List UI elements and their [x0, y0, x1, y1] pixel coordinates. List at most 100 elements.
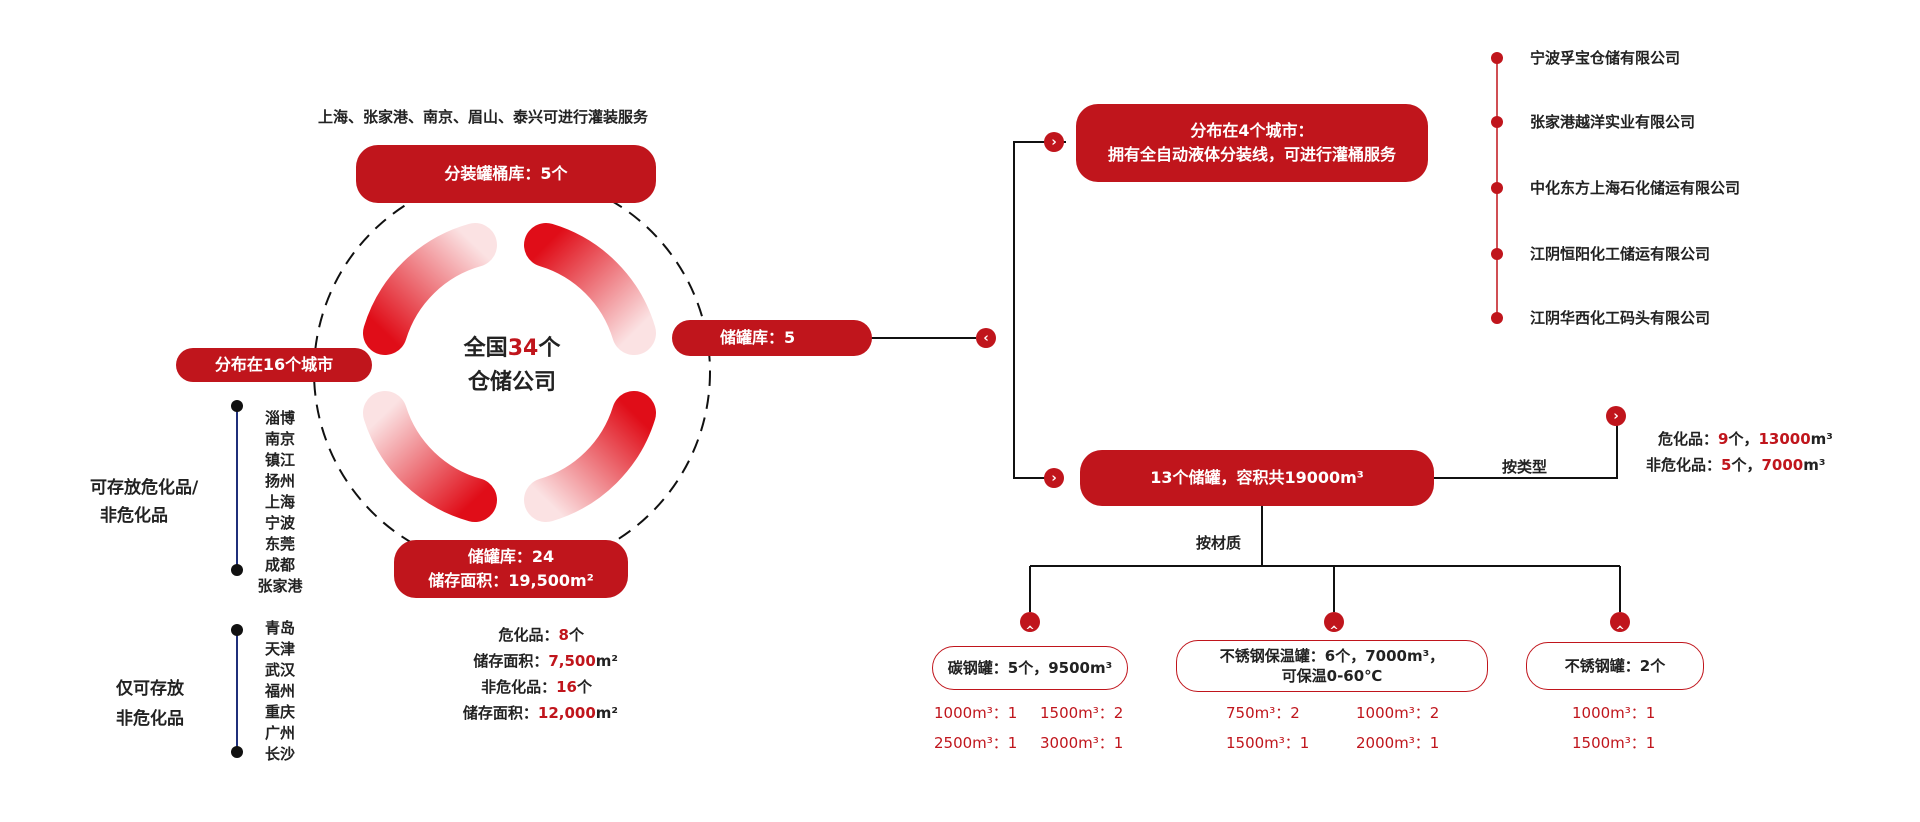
size-item: 1500m³：1 — [1572, 734, 1656, 752]
by-material-label: 按材质 — [1196, 534, 1242, 552]
bottom-row: 储存面积：7,500m² — [418, 648, 618, 674]
drum-storage-pill: 分装罐桶库：5个 — [356, 145, 656, 203]
bottom-row-label: 非危化品： — [481, 678, 557, 696]
company-item: 江阴华西化工码头有限公司 — [1530, 309, 1711, 327]
company-item: 张家港越洋实业有限公司 — [1530, 113, 1696, 131]
tanks13-pill: 13个储罐，容积共19000m³ — [1080, 450, 1434, 506]
size-item: 1500m³：1 — [1226, 734, 1310, 752]
city-item: 成都 — [264, 556, 295, 574]
group2-top-dot — [231, 624, 243, 636]
city-item: 重庆 — [264, 703, 295, 721]
city-item: 广州 — [264, 724, 295, 742]
by-type-list: 危化品：9个，13000m³ 非危化品：5个，7000m³ — [1646, 426, 1833, 478]
size-item: 1000m³：1 — [1572, 704, 1656, 722]
company-bullet — [1491, 116, 1503, 128]
city-item: 武汉 — [264, 661, 295, 679]
arc-top-left — [363, 223, 497, 355]
bottom-row-value: 16 — [556, 678, 577, 696]
city-item: 南京 — [264, 430, 295, 448]
bottom-row: 危化品：8个 — [418, 622, 618, 648]
chevron-right-icon[interactable]: › — [1044, 468, 1064, 488]
bottom-row-unit: m² — [595, 704, 618, 722]
group1-bottom-dot — [231, 564, 243, 576]
by-type-row-label: 非危化品： — [1646, 456, 1722, 474]
size-item: 750m³：2 — [1226, 704, 1300, 722]
by-type-row-label: 危化品： — [1658, 430, 1719, 448]
group1-label-line1: 可存放危化品/ — [90, 478, 199, 498]
center-line2: 仓储公司 — [467, 370, 556, 395]
cities4-pill: 分布在4个城市： 拥有全自动液体分装线，可进行灌桶服务 — [1076, 104, 1428, 182]
by-type-label: 按类型 — [1502, 458, 1548, 476]
cities4-line2: 拥有全自动液体分装线，可进行灌桶服务 — [1107, 145, 1396, 164]
stainless-insulated-line1: 不锈钢保温罐：6个，7000m³， — [1219, 646, 1445, 665]
city-item: 福州 — [264, 682, 295, 700]
chevron-right-icon[interactable]: › — [1044, 132, 1064, 152]
center-title: 全国34个 仓储公司 — [432, 332, 592, 400]
group2-label: 仅可存放 非危化品 — [116, 674, 184, 734]
group1-label-line2: 非危化品 — [100, 506, 168, 526]
filling-cities-note: 上海、张家港、南京、眉山、泰兴可进行灌装服务 — [318, 108, 649, 126]
bottom-row: 非危化品：16个 — [418, 674, 618, 700]
group1-city-list: 淄博 南京 镇江 扬州 上海 宁波 东莞 成都 张家港 — [252, 408, 308, 597]
size-item: 1000m³：2 — [1356, 704, 1440, 722]
arc-bottom-left — [363, 391, 497, 522]
chevron-up-icon[interactable]: ‸ — [1324, 612, 1344, 632]
center-number: 34 — [507, 336, 539, 361]
by-type-row-count: 5 — [1721, 456, 1732, 474]
group2-city-list: 青岛 天津 武汉 福州 重庆 广州 长沙 — [252, 618, 308, 765]
arc-bottom-right — [524, 391, 656, 522]
center-suffix: 个 — [538, 336, 561, 361]
bottom-row-unit: 个 — [568, 626, 584, 644]
company-bullet — [1491, 52, 1503, 64]
size-item: 2500m³：1 — [934, 734, 1018, 752]
city-item: 镇江 — [264, 451, 295, 469]
stainless-insulated-line2: 可保温0-60℃ — [1281, 667, 1383, 685]
size-item: 1500m³：2 — [1040, 704, 1124, 722]
arc-top-right — [524, 223, 656, 355]
company-item: 江阴恒阳化工储运有限公司 — [1530, 245, 1711, 263]
by-type-row-volume-unit: m³ — [1810, 430, 1833, 448]
bottom-row-value: 7,500 — [548, 652, 596, 670]
cities4-line1: 分布在4个城市： — [1190, 121, 1314, 140]
group2-bottom-dot — [231, 746, 243, 758]
company-item: 宁波孚宝仓储有限公司 — [1530, 49, 1681, 67]
by-type-row-volume-unit: m³ — [1803, 456, 1826, 474]
company-bullet — [1491, 248, 1503, 260]
by-type-row-volume: 13000 — [1758, 430, 1811, 448]
city-item: 长沙 — [264, 745, 295, 763]
chevron-up-icon[interactable]: ‸ — [1610, 612, 1630, 632]
chevron-up-icon[interactable]: ‸ — [1020, 612, 1040, 632]
group1-label: 可存放危化品/ 非危化品 — [90, 474, 198, 530]
stainless-insulated-tank-pill: 不锈钢保温罐：6个，7000m³， 可保温0-60℃ — [1176, 640, 1488, 692]
size-item: 1000m³：1 — [934, 704, 1018, 722]
city-item: 上海 — [264, 493, 295, 511]
company-bullet — [1491, 182, 1503, 194]
company-bullet — [1491, 312, 1503, 324]
bottom-row-unit: 个 — [576, 678, 592, 696]
bottom-row-label: 储存面积： — [473, 652, 549, 670]
by-type-row-count-unit: 个， — [1728, 430, 1759, 448]
tank-storage-24-line2: 储存面积：19,500m² — [428, 571, 594, 590]
chevron-left-icon[interactable]: ‹ — [976, 328, 996, 348]
bottom-row: 储存面积：12,000m² — [418, 700, 618, 726]
carbon-steel-tank-pill: 碳钢罐：5个，9500m³ — [932, 646, 1128, 690]
city-item: 青岛 — [264, 619, 295, 637]
group1-top-dot — [231, 400, 243, 412]
bottom-row-label: 危化品： — [498, 626, 559, 644]
city-item: 东莞 — [264, 535, 295, 553]
bottom-row-label: 储存面积： — [462, 704, 538, 722]
city-item: 宁波 — [264, 514, 295, 532]
cities16-pill: 分布在16个城市 — [176, 348, 372, 382]
city-item: 淄博 — [264, 409, 295, 427]
by-type-row-volume: 7000 — [1761, 456, 1804, 474]
bottom-row-value: 12,000 — [537, 704, 596, 722]
size-item: 3000m³：1 — [1040, 734, 1124, 752]
city-item: 天津 — [264, 640, 295, 658]
chevron-right-icon[interactable]: › — [1606, 406, 1626, 426]
group2-label-line2: 非危化品 — [116, 709, 184, 729]
by-type-row-count: 9 — [1718, 430, 1729, 448]
by-type-row: 危化品：9个，13000m³ — [1646, 426, 1833, 452]
by-type-row-count-unit: 个， — [1731, 456, 1762, 474]
group2-label-line1: 仅可存放 — [116, 679, 184, 699]
